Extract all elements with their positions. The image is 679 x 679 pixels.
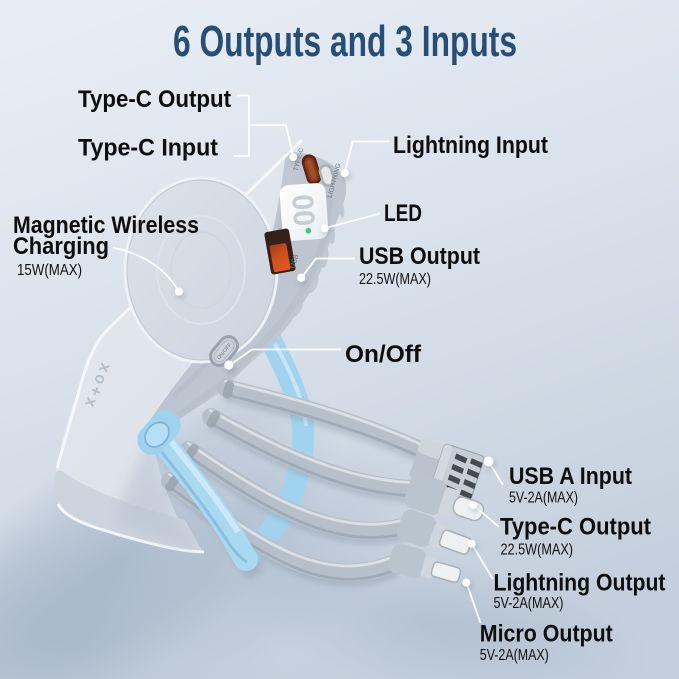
svg-text:Type-C Input: Type-C Input [78,135,218,162]
svg-text:Lightning Input: Lightning Input [393,132,548,159]
svg-text:5V-2A(MAX): 5V-2A(MAX) [494,595,564,612]
svg-text:USB: USB [290,253,301,269]
svg-text:Charging: Charging [13,233,109,260]
svg-text:5V-2A(MAX): 5V-2A(MAX) [480,647,549,664]
svg-text:5V-2A(MAX): 5V-2A(MAX) [509,490,578,507]
svg-text:Type-C Output: Type-C Output [78,86,231,113]
svg-text:USB A Input: USB A Input [509,463,632,490]
svg-text:Type-C Output: Type-C Output [500,513,651,540]
svg-text:15W(MAX): 15W(MAX) [17,262,82,279]
svg-text:6 Outputs and 3 Inputs: 6 Outputs and 3 Inputs [173,17,517,66]
svg-text:00: 00 [287,193,322,227]
svg-text:LED: LED [384,200,422,227]
svg-text:Lightning Output: Lightning Output [494,570,666,597]
svg-text:22.5W(MAX): 22.5W(MAX) [359,271,431,288]
svg-text:Magnetic Wireless: Magnetic Wireless [13,212,199,239]
svg-text:On/Off: On/Off [345,341,422,368]
svg-text:22.5W(MAX): 22.5W(MAX) [501,541,574,558]
svg-text:Micro Output: Micro Output [480,621,613,648]
svg-text:USB Output: USB Output [359,243,480,270]
